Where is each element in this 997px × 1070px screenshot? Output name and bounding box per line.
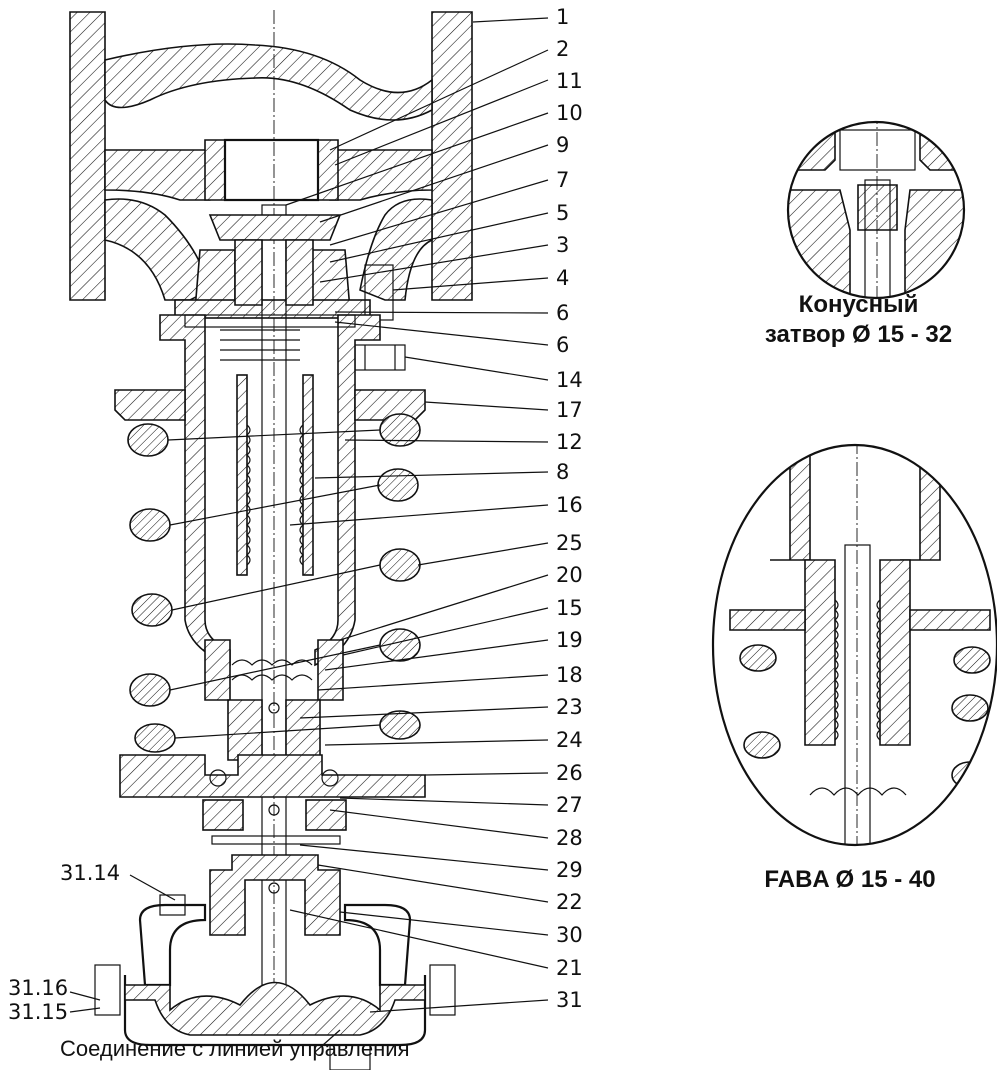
callout-28: 28 — [556, 826, 583, 850]
springs — [127, 413, 421, 753]
callout-30: 30 — [556, 923, 583, 947]
callout-16: 16 — [556, 493, 583, 517]
callout-27: 27 — [556, 793, 583, 817]
callout-22: 22 — [556, 890, 583, 914]
callout-12: 12 — [556, 430, 583, 454]
yoke-housing — [114, 314, 426, 667]
inset-cone-plug — [786, 120, 966, 300]
inset-faba-label: FABA Ø 15 - 40 — [764, 866, 936, 893]
callout-24: 24 — [556, 728, 583, 752]
callout-17: 17 — [556, 398, 583, 422]
callout-5: 5 — [556, 201, 570, 225]
inner-bellows — [208, 10, 342, 1000]
callout-3: 3 — [556, 233, 570, 257]
inset-cone-label-line1: Конусный — [798, 291, 919, 318]
callout-31: 31 — [556, 988, 583, 1012]
callout-31-16: 31.16 — [8, 976, 69, 1000]
callout-4: 4 — [556, 266, 570, 290]
callout-8: 8 — [556, 460, 570, 484]
callout-11: 11 — [556, 69, 583, 93]
callout-6b: 6 — [556, 333, 570, 357]
control-line-caption: Соединение с линией управления — [60, 1036, 410, 1061]
callout-21: 21 — [556, 956, 583, 980]
callout-29: 29 — [556, 858, 583, 882]
callout-31-14: 31.14 — [60, 861, 121, 885]
callout-23: 23 — [556, 695, 583, 719]
callout-26: 26 — [556, 761, 583, 785]
inset-cone-label-line2: затвор Ø 15 - 32 — [764, 321, 953, 348]
leader-lines — [69, 17, 549, 1053]
callout-7: 7 — [556, 168, 570, 192]
callout-31-15: 31.15 — [8, 1000, 69, 1024]
inset-faba — [711, 443, 997, 847]
callout-1: 1 — [556, 5, 570, 29]
callout-2: 2 — [556, 37, 570, 61]
callout-10: 10 — [556, 101, 583, 125]
callout-15: 15 — [556, 596, 583, 620]
callout-9: 9 — [556, 133, 570, 157]
callout-18: 18 — [556, 663, 583, 687]
callout-25: 25 — [556, 531, 583, 555]
spring-plate — [119, 754, 426, 845]
callout-20: 20 — [556, 563, 583, 587]
inset-cone-label: Конусный затвор Ø 15 - 32 — [720, 290, 997, 350]
actuator — [94, 702, 456, 1070]
callout-14: 14 — [556, 368, 583, 392]
callout-19: 19 — [556, 628, 583, 652]
callout-6a: 6 — [556, 301, 570, 325]
valve-body — [69, 11, 473, 371]
